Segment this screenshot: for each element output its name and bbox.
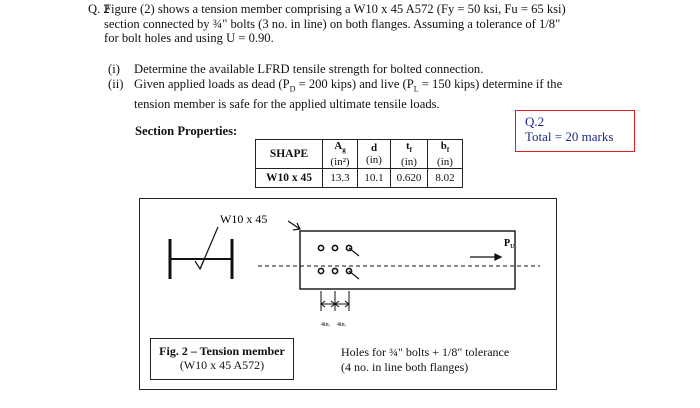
col-d: d(in)	[357, 138, 391, 170]
value-tf: 0.620	[390, 168, 428, 189]
shape-value: W10 x 45	[255, 168, 323, 189]
col-bf: bf(in)	[427, 138, 463, 170]
spacing-dimension	[320, 291, 350, 311]
w-section-symbol	[168, 239, 234, 279]
value-bf: 8.02	[427, 168, 463, 189]
col-ag: Ag(in²)	[322, 138, 358, 170]
bolt-hole	[317, 244, 325, 252]
value-ag: 13.3	[322, 168, 358, 189]
section-leader	[194, 220, 301, 271]
table-row: W10 x 45 13.3 10.1 0.620 8.02	[255, 168, 463, 189]
holes-note-line-2: (4 no. in line both flanges)	[341, 360, 469, 374]
section-label: W10 x 45	[220, 212, 267, 226]
marks-box: Q.2 Total = 20 marks	[515, 110, 635, 152]
bolt-hole	[317, 267, 325, 275]
bolt-hole	[345, 267, 353, 275]
bolt-hole	[331, 244, 339, 252]
question-line-2: section connected by ¾" bolts (3 no. in …	[104, 16, 561, 31]
figure-2: W10 x 45 P	[139, 198, 557, 390]
load-label: PU	[504, 238, 515, 250]
section-properties-table: SHAPE Ag(in²) d(in) tf(in) bf(in) W10 x …	[255, 138, 463, 189]
spacing-label-1: 4in.	[321, 322, 331, 328]
hole-arrows	[348, 247, 360, 280]
bolt-hole	[331, 267, 339, 275]
fu-values: u = 65 ksi)	[511, 2, 566, 16]
top-edge	[0, 0, 700, 4]
question-line-1: Figure (2) shows a tension member compri…	[104, 2, 566, 16]
question-line-3: for bolt holes and using U = 0.90.	[104, 31, 274, 45]
member-plate	[299, 230, 516, 290]
bolt-hole	[345, 244, 353, 252]
value-d: 10.1	[357, 168, 391, 189]
caption-title: Fig. 2 – Tension member	[159, 344, 285, 358]
caption-subtitle: (W10 x 45 A572)	[179, 358, 265, 372]
col-tf: tf(in)	[390, 138, 428, 170]
holes-note: Holes for ¾" bolts + 1/8" tolerance (4 n…	[341, 345, 551, 375]
item-ii-line-1: Given applied loads as dead (PD = 200 ki…	[134, 77, 563, 94]
bolt-holes	[317, 244, 353, 275]
load-arrow	[470, 253, 503, 261]
question-text: Figure (2) shows a tension member compri…	[104, 2, 684, 46]
holes-note-line-1: Holes for ¾" bolts + 1/8" tolerance	[341, 345, 510, 359]
marks-total: Total = 20 marks	[525, 129, 614, 144]
fy-values: y = 50 ksi, F	[447, 2, 512, 16]
figure-drawing: W10 x 45 P	[168, 212, 540, 328]
section-properties-label: Section Properties:	[135, 124, 238, 138]
spacing-label-2: 4in.	[337, 322, 347, 328]
question-number: Q. 2	[88, 2, 110, 16]
figure-caption: Fig. 2 – Tension member (W10 x 45 A572)	[150, 338, 294, 380]
shape-header: SHAPE	[255, 138, 323, 170]
item-ii-line-2: tension member is safe for the applied u…	[134, 97, 440, 112]
marks-question: Q.2	[525, 114, 545, 129]
table-header-row: SHAPE Ag(in²) d(in) tf(in) bf(in)	[255, 138, 463, 170]
